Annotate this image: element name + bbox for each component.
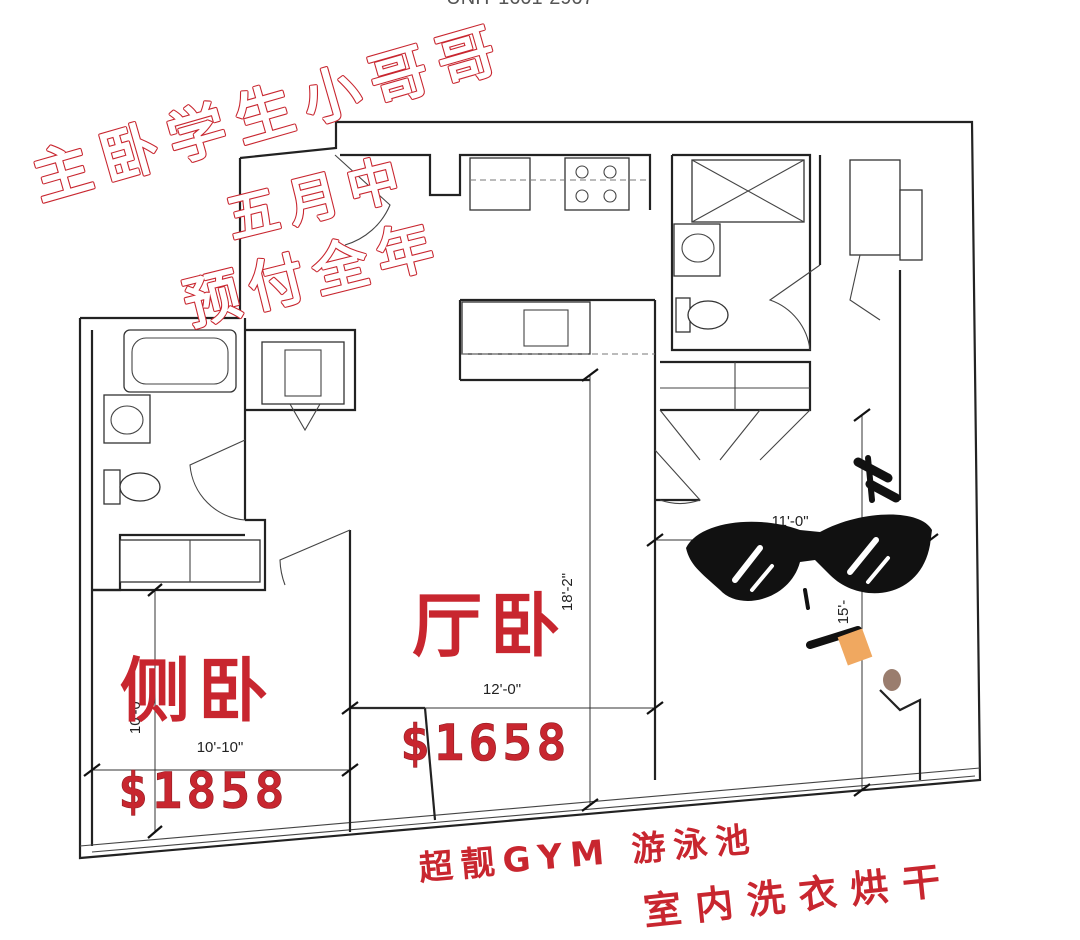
- amenity-laundry: 室内洗衣烘干: [641, 858, 956, 934]
- dim-living-width: 12'-0": [483, 681, 521, 698]
- fixtures: [103, 157, 923, 583]
- dim-side-width: 10'-10": [197, 739, 244, 756]
- living-bedroom-label: 厅卧: [412, 585, 568, 667]
- handwritten-notes: 主卧学生小哥哥 五月中 预付全年: [24, 12, 516, 340]
- dim-master-depth: 15'-: [835, 600, 852, 625]
- room-labels: 侧卧 $1858 厅卧 $1658: [118, 585, 571, 820]
- door-swings: [189, 154, 881, 586]
- living-bedroom-price: $1658: [400, 714, 571, 772]
- amenity-gym-pool: 超靓GYM 游泳池: [417, 820, 759, 889]
- side-bedroom-price: $1858: [118, 762, 289, 820]
- unit-header-text: UNIT 1601-2907: [446, 0, 594, 9]
- outer-walls: [78, 120, 982, 860]
- side-bedroom-label: 侧卧: [120, 650, 276, 732]
- dim-living-depth: 18'-2": [559, 573, 576, 611]
- sunglasses-face-icon: [686, 455, 932, 691]
- dim-side-depth: 10'-0": [127, 696, 144, 734]
- amenities-notes: 超靓GYM 游泳池 室内洗衣烘干: [417, 820, 956, 934]
